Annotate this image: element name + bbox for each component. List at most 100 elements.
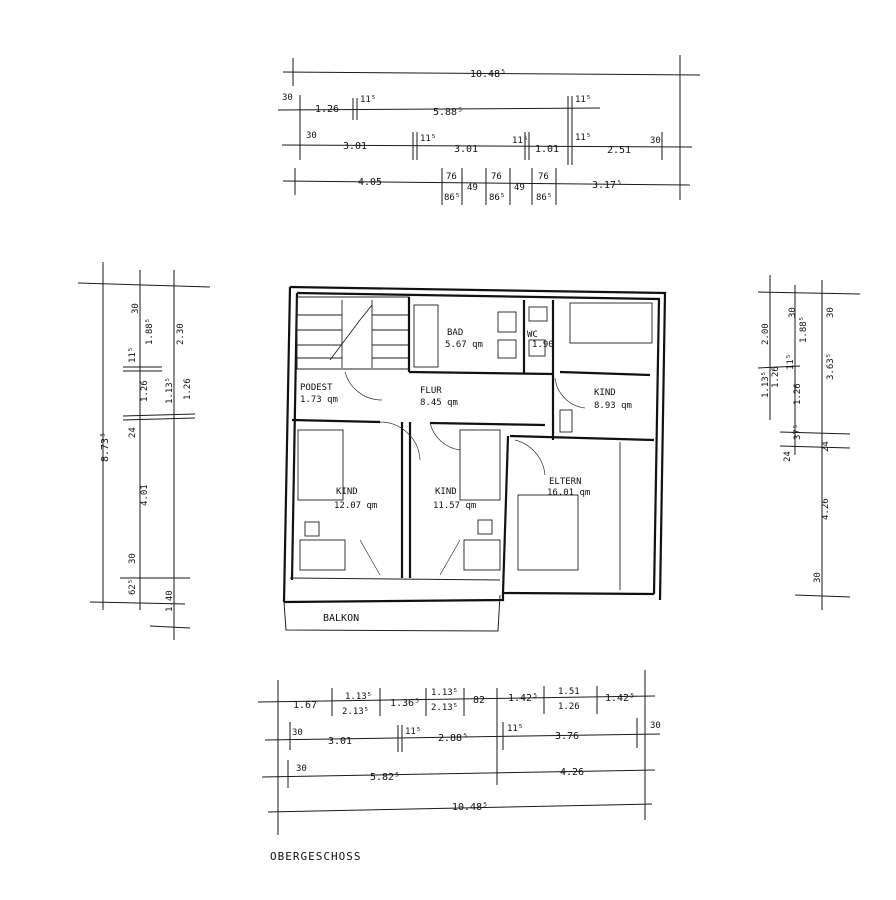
top-dim-r3-e: 11⁵ — [512, 136, 528, 146]
bottom-dim-r1-h: 1.42⁵ — [508, 693, 538, 704]
room-flur-area: 8.45 qm — [420, 398, 458, 408]
top-dim-r3-i: 30 — [650, 136, 661, 146]
top-dim-r4-h: 76 — [538, 172, 549, 182]
stair-treads — [297, 304, 408, 361]
bottom-dim-r1-i: 1.51 — [558, 687, 580, 697]
bottom-dim-r2-e: 11⁵ — [507, 724, 523, 734]
right-dim-c1-d: 1.26 — [793, 383, 803, 405]
bottom-dim-r3-a: 30 — [296, 764, 307, 774]
left-dim-total: 8.73⁵ — [100, 432, 111, 462]
left-dim-c3-d: 1.40 — [165, 590, 175, 612]
top-dim-r3-c: 11⁵ — [420, 134, 436, 144]
bottom-dim-r3-b: 5.82⁵ — [370, 772, 400, 783]
left-dim-c2-f: 4.01 — [140, 484, 150, 506]
bottom-dim-r1-j: 1.26 — [558, 702, 580, 712]
room-balkon-label: BALKON — [323, 613, 359, 624]
top-dim-r2-c: 11⁵ — [360, 95, 376, 105]
drawing-caption: OBERGESCHOSS — [270, 850, 362, 863]
right-dim-c3-c: 24 — [821, 441, 831, 452]
bottom-dim-r1-k: 1.42⁵ — [605, 693, 635, 704]
left-dim-c2-a: 30 — [131, 303, 141, 314]
room-bad-area: 5.67 qm — [445, 340, 483, 350]
left-dim-c2-g: 30 — [128, 553, 138, 564]
bottom-dimension-chains: 1.67 1.13⁵ 2.13⁵ 1.36⁵ 1.13⁵ 2.13⁵ 82 1.… — [257, 670, 661, 835]
room-bad-label: BAD — [447, 328, 463, 338]
right-dimension-chains: 2.00 1.26 1.13⁵ 1.26 37⁵ 24 30 1.88⁵ 11⁵… — [757, 275, 861, 610]
bottom-dim-r3-c: 4.26 — [560, 767, 584, 778]
left-dim-c2-d: 1.26 — [140, 380, 150, 402]
room-podest-area: 1.73 qm — [300, 395, 338, 405]
top-dim-r4-c: 86⁵ — [444, 193, 460, 203]
top-dim-r2-e: 11⁵ — [575, 95, 591, 105]
top-dim-r2-b: 1.26 — [315, 104, 339, 115]
left-dim-c3-b: 1.13⁵ — [165, 377, 175, 404]
left-dim-c2-c: 11⁵ — [128, 347, 138, 363]
top-dim-r4-i: 86⁵ — [536, 193, 552, 203]
right-dim-c3-b: 3.63⁵ — [826, 353, 836, 380]
right-dim-c3-a: 30 — [826, 307, 836, 318]
room-wc-area: 1.90 — [532, 340, 554, 350]
right-dim-c3-e: 30 — [813, 572, 823, 583]
room-kind2-area: 11.57 qm — [433, 501, 476, 511]
top-dim-r4-a: 4.05 — [358, 177, 382, 188]
bottom-dim-r1-a: 1.67 — [293, 700, 317, 711]
right-dim-c1-c: 1.13⁵ — [761, 371, 771, 398]
top-dim-total: 10.48⁵ — [470, 69, 506, 80]
left-dim-c3-a: 2.30 — [176, 323, 186, 345]
bottom-dim-r2-b: 3.01 — [328, 736, 352, 747]
room-kind1-area: 12.07 qm — [334, 501, 377, 511]
bottom-dim-r1-b: 1.13⁵ — [345, 692, 372, 702]
bottom-dim-r1-c: 2.13⁵ — [342, 707, 369, 717]
top-dim-r4-j: 3.17⁵ — [592, 180, 622, 191]
bottom-dim-r1-g: 82 — [473, 695, 485, 706]
bottom-dim-r2-g: 30 — [650, 721, 661, 731]
top-dim-r3-g: 11⁵ — [575, 133, 591, 143]
top-dim-r3-h: 2.51 — [607, 145, 631, 156]
top-dimension-chains: 10.48⁵ 30 1.26 11⁵ 5.88⁵ 11⁵ 30 3.01 11⁵… — [277, 55, 701, 205]
bottom-dim-r1-e: 1.13⁵ — [431, 688, 458, 698]
room-kind-right-label: KIND — [594, 388, 616, 398]
right-dim-c3-d: 4.26 — [821, 498, 831, 520]
left-dim-c2-b: 1.88⁵ — [145, 318, 155, 345]
top-dim-r2-a: 30 — [282, 93, 293, 103]
bottom-dim-r1-f: 2.13⁵ — [431, 703, 458, 713]
right-dim-c2-b: 1.88⁵ — [799, 316, 809, 343]
left-dimension-chains: 8.73⁵ 30 1.88⁵ 11⁵ 1.26 24 4.01 30 62⁵ 2… — [77, 262, 211, 640]
left-dim-c3-c: 1.26 — [183, 378, 193, 400]
bottom-dim-r2-a: 30 — [292, 728, 303, 738]
room-kind-right-area: 8.93 qm — [594, 401, 632, 411]
top-dim-r4-g: 49 — [514, 183, 525, 193]
right-dim-c1-f: 24 — [783, 451, 793, 462]
room-flur-label: FLUR — [420, 386, 442, 396]
room-labels: BAD 5.67 qm WC 1.90 PODEST 1.73 qm FLUR … — [300, 328, 632, 624]
top-dim-r4-d: 49 — [467, 183, 478, 193]
bottom-dim-r2-c: 11⁵ — [405, 727, 421, 737]
room-eltern-label: ELTERN — [549, 477, 582, 487]
right-dim-c2-a: 30 — [788, 307, 798, 318]
right-dim-c1-b: 1.26 — [771, 366, 781, 388]
top-dim-r2-d: 5.88⁵ — [433, 107, 463, 118]
left-dim-c2-e: 24 — [128, 427, 138, 438]
bottom-dim-r4-total: 10.48⁵ — [452, 802, 488, 813]
top-dim-r4-e: 76 — [491, 172, 502, 182]
top-dim-r3-b: 3.01 — [343, 141, 367, 152]
room-kind2-label: KIND — [435, 487, 457, 497]
top-dim-r4-f: 86⁵ — [489, 193, 505, 203]
room-podest-label: PODEST — [300, 383, 333, 393]
room-kind1-label: KIND — [336, 487, 358, 497]
left-dim-c2-h: 62⁵ — [128, 579, 138, 595]
top-dim-r3-f: 1.01 — [535, 144, 559, 155]
right-dim-c1-e: 37⁵ — [793, 424, 803, 440]
room-eltern-area: 16.01 qm — [547, 488, 590, 498]
right-dim-c2-c: 11⁵ — [786, 354, 796, 370]
top-dim-r3-d: 3.01 — [454, 144, 478, 155]
bottom-dim-r2-f: 3.76 — [555, 731, 579, 742]
room-wc-label: WC — [527, 330, 538, 340]
top-dim-r4-b: 76 — [446, 172, 457, 182]
top-dim-r3-a: 30 — [306, 131, 317, 141]
bottom-dim-r2-d: 2.88⁵ — [438, 733, 468, 744]
bottom-dim-r1-d: 1.36⁵ — [390, 698, 420, 709]
right-dim-c1-a: 2.00 — [761, 323, 771, 345]
floor-plan-walls — [282, 285, 667, 632]
